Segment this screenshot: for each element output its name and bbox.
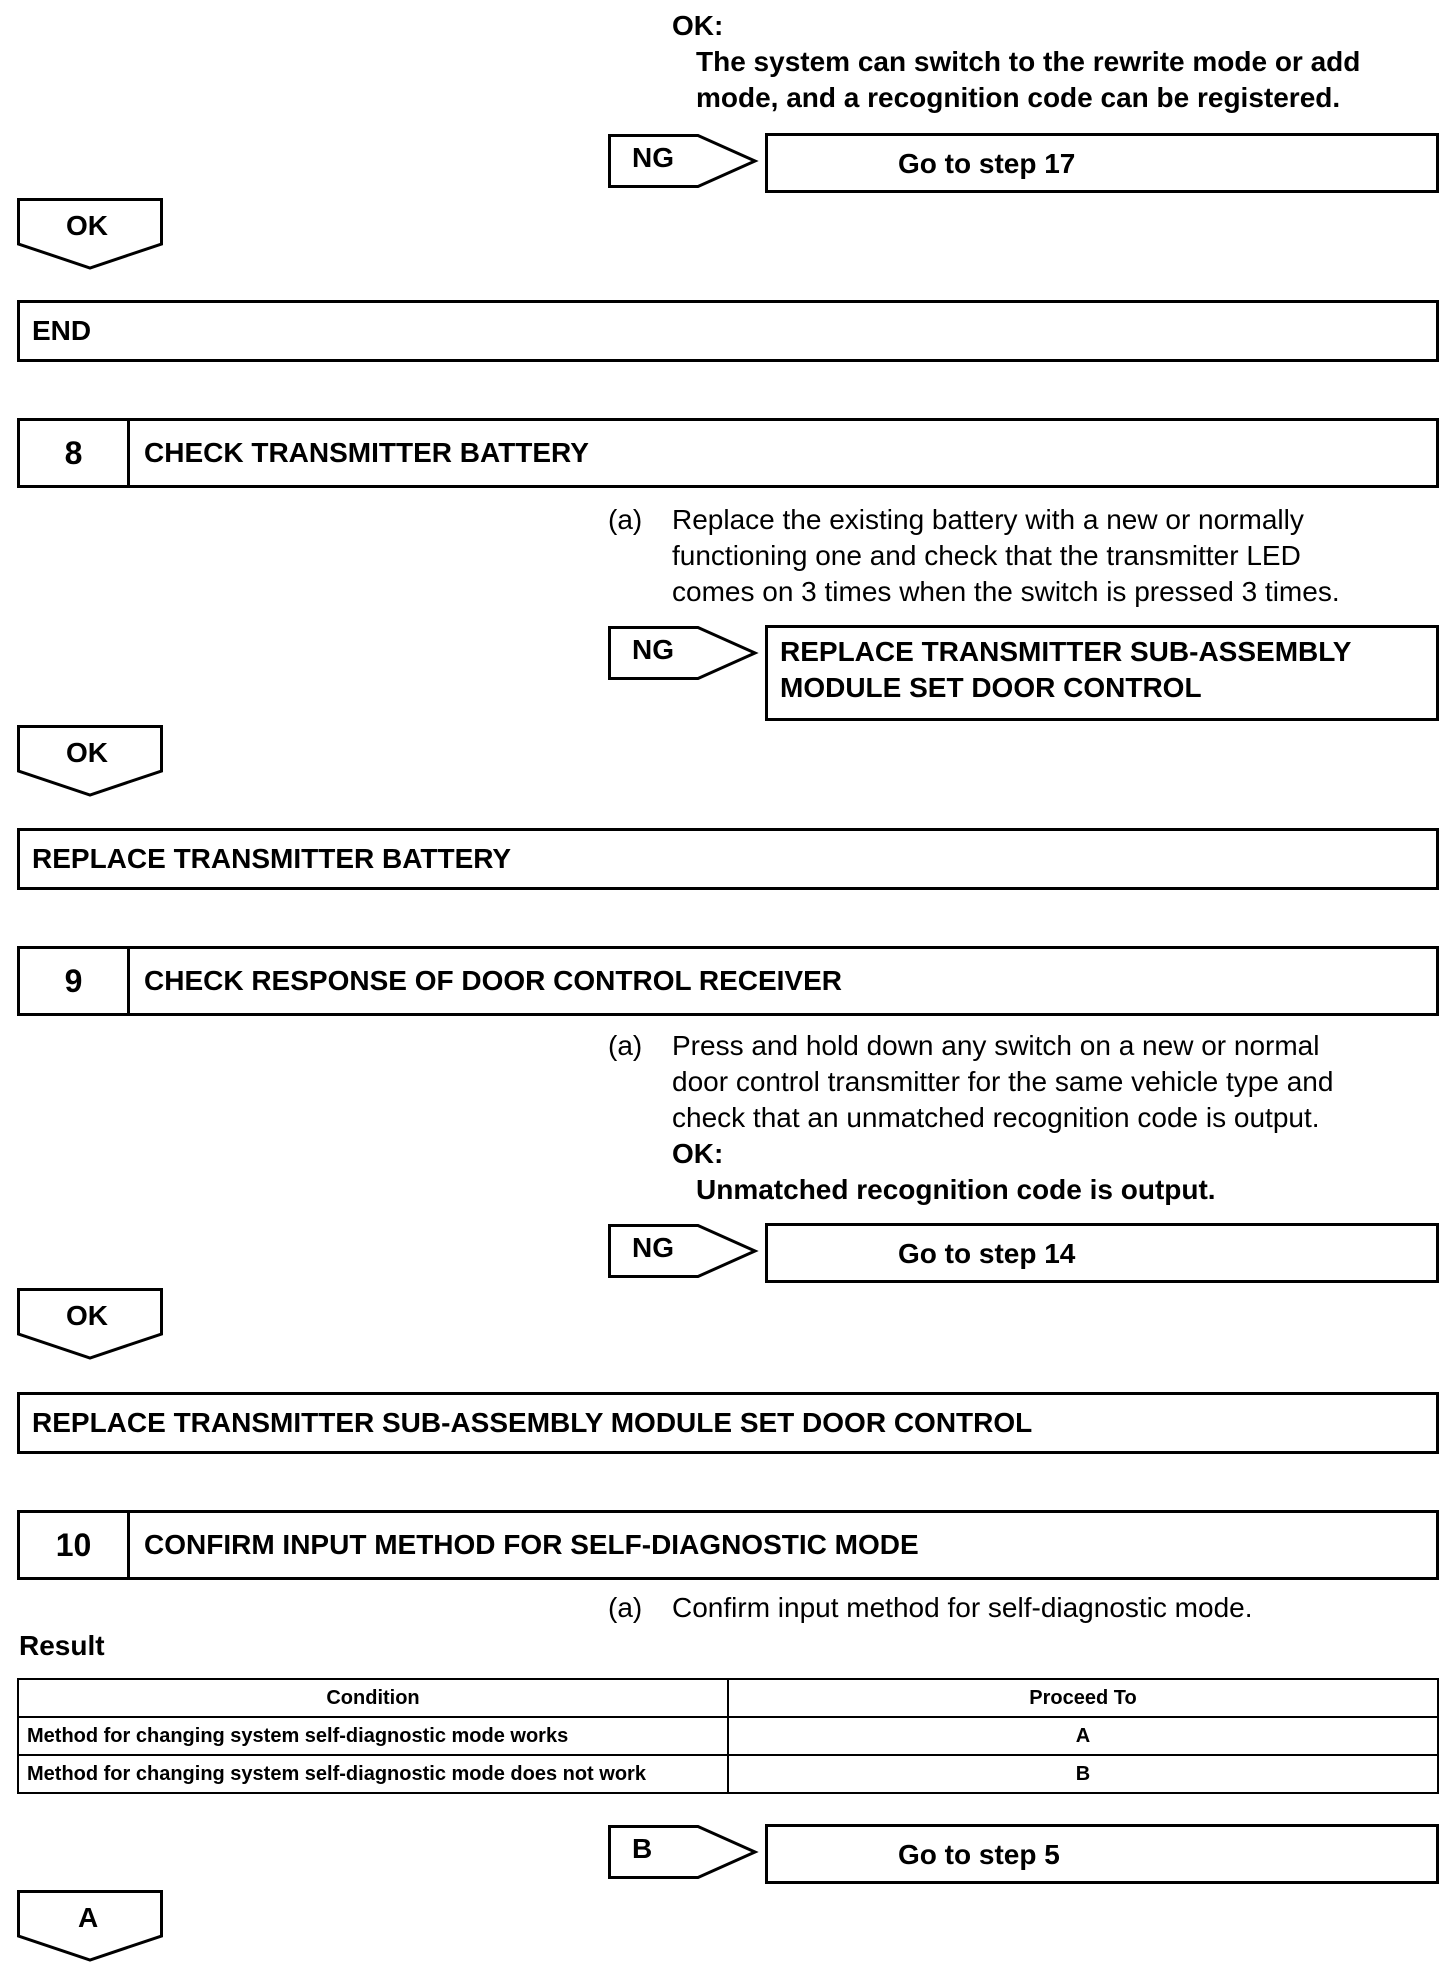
- table-cell-proceed-to: A: [727, 1716, 1439, 1756]
- result-heading: Result: [19, 1630, 105, 1661]
- step-9-item-line1: Press and hold down any switch on a new …: [672, 1030, 1320, 1061]
- table-header-row: Condition Proceed To: [17, 1678, 1439, 1718]
- table-cell-condition: Method for changing system self-diagnost…: [17, 1716, 729, 1756]
- end-box: END: [17, 300, 1439, 362]
- step-10-b-arrow-shape: [608, 1825, 759, 1879]
- step-8-ok-down-arrow-shape: [17, 725, 163, 797]
- step-9-title: CHECK RESPONSE OF DOOR CONTROL RECEIVER: [144, 965, 843, 996]
- step-9-number: 9: [20, 949, 130, 1013]
- ok-criteria-text-line2: mode, and a recognition code can be regi…: [696, 82, 1341, 113]
- ng-label: NG: [632, 142, 674, 173]
- step-9-ng-arrow-shape: [608, 1224, 759, 1278]
- ok-down-arrow-shape: [17, 198, 163, 270]
- step-10-b-target-box[interactable]: Go to step 5: [765, 1824, 1439, 1884]
- step-8-ng-target-line1: REPLACE TRANSMITTER SUB-ASSEMBLY: [780, 636, 1352, 667]
- step-9-item-line2: door control transmitter for the same ve…: [672, 1066, 1334, 1097]
- step-8-ok-arrow-label: OK: [66, 737, 108, 768]
- step-9-ng-target-box[interactable]: Go to step 14: [765, 1223, 1439, 1283]
- step-8-result-box: REPLACE TRANSMITTER BATTERY: [17, 828, 1439, 890]
- step-10-item-line1: Confirm input method for self-diagnostic…: [672, 1592, 1253, 1623]
- table-row: Method for changing system self-diagnost…: [17, 1716, 1439, 1756]
- step-9-ng-target-text: Go to step 14: [898, 1238, 1076, 1269]
- step-9-ok-down-arrow-shape: [17, 1288, 163, 1360]
- step-10-a-arrow-label: A: [78, 1902, 99, 1933]
- step-9-ok-text: Unmatched recognition code is output.: [696, 1174, 1216, 1205]
- step-8-item-marker: (a): [608, 504, 643, 535]
- step-10-header: 10 CONFIRM INPUT METHOD FOR SELF-DIAGNOS…: [17, 1510, 1439, 1580]
- step-8-item-line3: comes on 3 times when the switch is pres…: [672, 576, 1340, 607]
- step-10-b-label: B: [632, 1833, 653, 1864]
- table-cell-condition: Method for changing system self-diagnost…: [17, 1754, 729, 1794]
- table-header-condition: Condition: [17, 1678, 729, 1718]
- step-10-item-marker: (a): [608, 1592, 643, 1623]
- step-9-ok-arrow-label: OK: [66, 1300, 108, 1331]
- step-8-item-line2: functioning one and check that the trans…: [672, 540, 1301, 571]
- step-9-result-box: REPLACE TRANSMITTER SUB-ASSEMBLY MODULE …: [17, 1392, 1439, 1454]
- ok-arrow-label: OK: [66, 210, 108, 241]
- table-cell-proceed-to: B: [727, 1754, 1439, 1794]
- ng-target-text: Go to step 17: [898, 148, 1076, 179]
- step-10-title: CONFIRM INPUT METHOD FOR SELF-DIAGNOSTIC…: [144, 1529, 919, 1560]
- step-8-result-text: REPLACE TRANSMITTER BATTERY: [32, 843, 512, 874]
- step-8-ng-target-box[interactable]: REPLACE TRANSMITTER SUB-ASSEMBLY MODULE …: [765, 625, 1439, 721]
- step-9-header: 9 CHECK RESPONSE OF DOOR CONTROL RECEIVE…: [17, 946, 1439, 1016]
- table-header-proceed-to: Proceed To: [727, 1678, 1439, 1718]
- step-9-result-text: REPLACE TRANSMITTER SUB-ASSEMBLY MODULE …: [32, 1407, 1033, 1438]
- step-10-a-down-arrow-shape: [17, 1890, 163, 1962]
- step-8-ng-label: NG: [632, 634, 674, 665]
- ng-arrow-shape: [608, 134, 759, 188]
- step-9-item-line3: check that an unmatched recognition code…: [672, 1102, 1320, 1133]
- end-label: END: [32, 315, 92, 346]
- step-8-item-line1: Replace the existing battery with a new …: [672, 504, 1304, 535]
- step-9-ng-label: NG: [632, 1232, 674, 1263]
- step-9-item-marker: (a): [608, 1030, 643, 1061]
- ng-target-box[interactable]: Go to step 17: [765, 133, 1439, 193]
- ok-criteria-text-line1: The system can switch to the rewrite mod…: [696, 46, 1361, 77]
- step-8-ng-arrow-shape: [608, 626, 759, 680]
- step-8-header: 8 CHECK TRANSMITTER BATTERY: [17, 418, 1439, 488]
- table-row: Method for changing system self-diagnost…: [17, 1754, 1439, 1794]
- step-10-b-target-text: Go to step 5: [898, 1839, 1060, 1870]
- step-8-title: CHECK TRANSMITTER BATTERY: [144, 437, 589, 468]
- ok-criteria-label: OK:: [672, 10, 724, 41]
- step-8-number: 8: [20, 421, 130, 485]
- step-8-ng-target-line2: MODULE SET DOOR CONTROL: [780, 672, 1202, 703]
- result-table: Condition Proceed To Method for changing…: [17, 1678, 1439, 1794]
- step-10-number: 10: [20, 1513, 130, 1577]
- step-9-ok-label: OK:: [672, 1138, 724, 1169]
